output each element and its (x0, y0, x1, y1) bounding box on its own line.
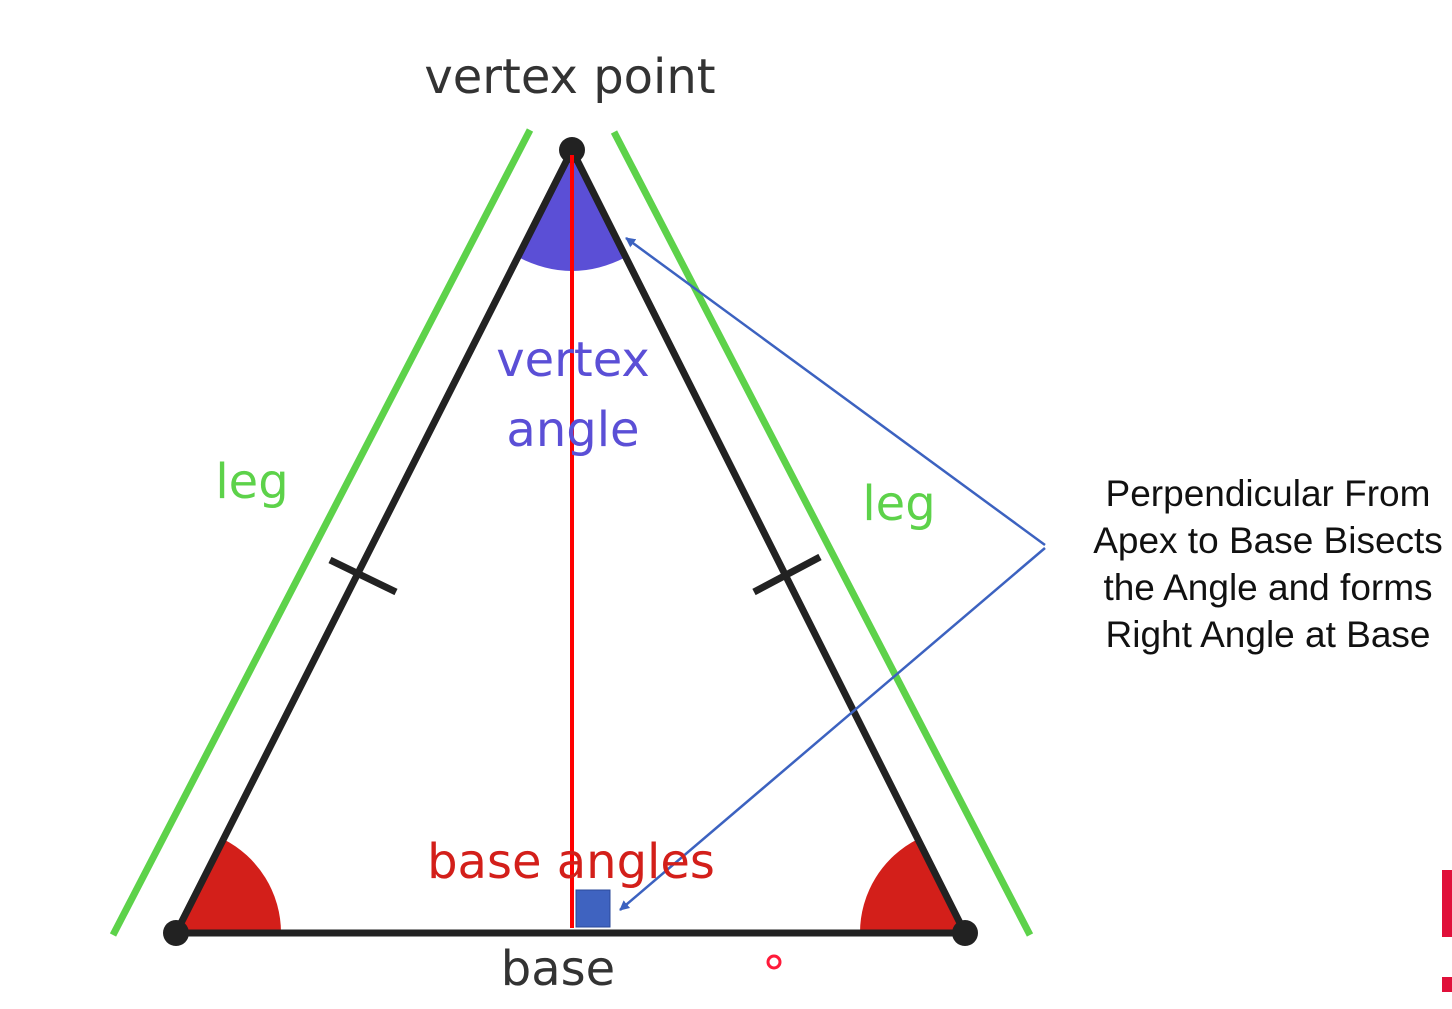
vertex-angle-label-2: angle (506, 402, 639, 458)
edge-red-bar-top (1442, 870, 1452, 937)
arrow-to-vertex-angle (625, 236, 1046, 547)
annotation-line: Apex to Base Bisects (1093, 520, 1443, 561)
annotation-line: the Angle and forms (1103, 567, 1433, 608)
annotation-text: Perpendicular From Apex to Base Bisects … (1078, 470, 1452, 658)
right-angle-marker (575, 889, 611, 928)
leg-left-label: leg (215, 454, 288, 510)
leg-right-label: leg (862, 476, 935, 532)
triangle (172, 146, 969, 937)
tick-mark-left (328, 556, 398, 596)
vertex-point-dot (559, 137, 585, 163)
vertex-point-label: vertex point (424, 49, 715, 105)
base-angle-left-sector (176, 839, 282, 933)
arrow-to-right-angle (619, 547, 1046, 911)
leg-right-highlight (610, 130, 1034, 937)
leg-left-highlight (109, 128, 534, 937)
annotation-line: Right Angle at Base (1105, 614, 1431, 655)
edge-red-bar-bottom (1442, 977, 1452, 992)
vertex-angle-label-1: vertex (496, 332, 650, 388)
cursor-indicator (766, 954, 782, 970)
base-right-dot (952, 920, 978, 946)
base-left-dot (163, 920, 189, 946)
base-angles-label: base angles (427, 834, 715, 890)
tick-mark-right (752, 553, 822, 596)
base-angle-right-sector (859, 839, 965, 933)
annotation-line: Perpendicular From (1105, 473, 1431, 514)
base-label: base (501, 941, 615, 997)
